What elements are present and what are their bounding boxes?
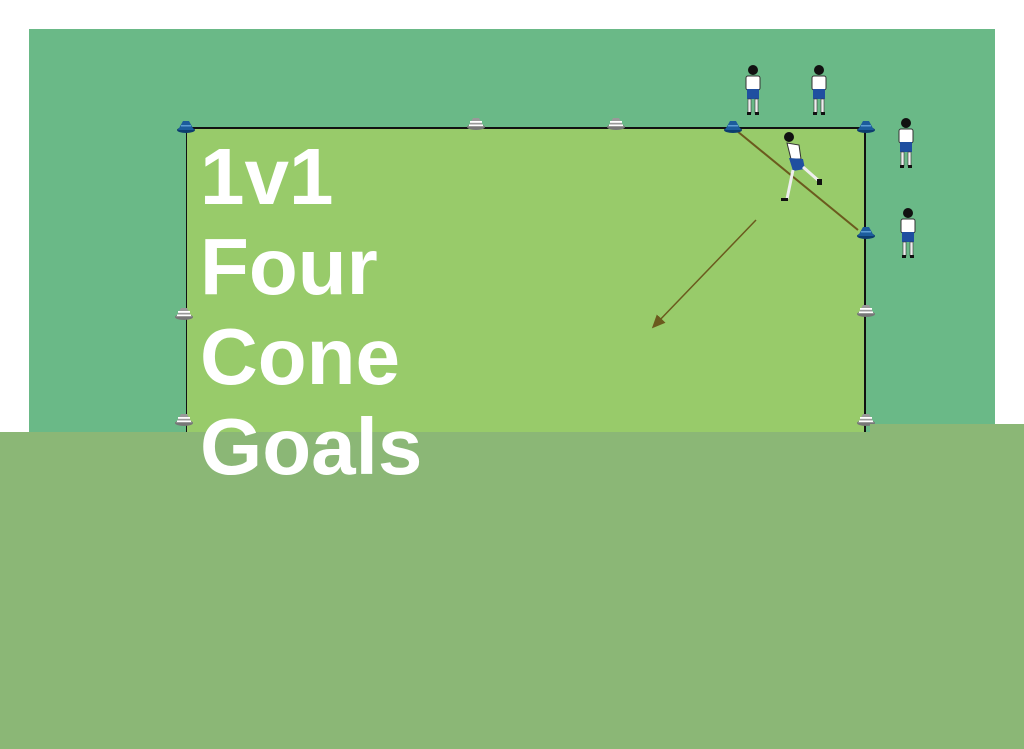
cone-icon <box>177 121 195 133</box>
cone-icon <box>175 414 193 426</box>
player-standing-icon <box>811 64 827 116</box>
player-standing-icon <box>900 207 916 259</box>
run-arrow <box>651 219 757 329</box>
player-standing-icon <box>898 117 914 169</box>
overlay-panel <box>0 432 1024 749</box>
player-standing-icon <box>745 64 761 116</box>
title-line: Goals <box>200 402 423 491</box>
cone-icon <box>175 308 193 320</box>
grid-area <box>186 127 866 457</box>
drill-title: 1v1 Four Cone Goals <box>200 132 422 492</box>
cone-icon <box>857 227 875 239</box>
cone-icon <box>857 121 875 133</box>
title-line: Four <box>200 222 378 311</box>
cone-icon <box>607 118 625 130</box>
title-line: 1v1 <box>200 132 334 221</box>
player-running-icon <box>781 132 822 201</box>
overlay-panel-edge <box>870 424 1024 434</box>
cone-icon <box>724 121 742 133</box>
path-line <box>736 130 859 231</box>
cone-icon <box>857 305 875 317</box>
cone-icon <box>467 118 485 130</box>
title-line: Cone <box>200 312 400 401</box>
